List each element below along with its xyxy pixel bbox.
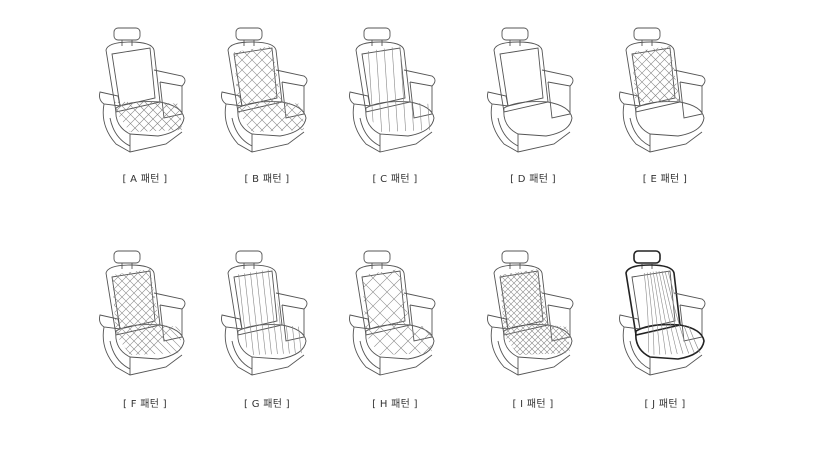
seat-illustration [487, 250, 574, 376]
pattern-caption: [ A 패턴 ] [122, 174, 168, 185]
seat-pattern-cell: [ B 패턴 ] [192, 22, 342, 202]
seat-drawing [619, 27, 706, 153]
seat-illustration [99, 27, 186, 153]
seat-pattern-cell: [ I 패턴 ] [458, 245, 608, 425]
seat-pattern-cell: [ E 패턴 ] [590, 22, 740, 202]
seat-pattern-cell: [ G 패턴 ] [192, 245, 342, 425]
seat-illustration [349, 250, 436, 376]
pattern-caption: [ E 패턴 ] [642, 174, 688, 185]
seat-illustration [487, 27, 574, 153]
seat-pattern-cell: [ D 패턴 ] [458, 22, 608, 202]
seat-illustration [619, 27, 706, 153]
seat-pattern-cell: [ C 패턴 ] [320, 22, 470, 202]
seat-pattern-cell: [ H 패턴 ] [320, 245, 470, 425]
seat-pattern-cell: [ F 패턴 ] [70, 245, 220, 425]
seat-drawing [349, 27, 436, 153]
seat-illustration [221, 250, 308, 376]
seat-illustration [221, 27, 308, 153]
pattern-caption: [ H 패턴 ] [372, 399, 418, 410]
seat-drawing [619, 250, 706, 376]
pattern-caption: [ C 패턴 ] [372, 174, 418, 185]
pattern-caption: [ G 패턴 ] [244, 399, 290, 410]
seat-illustration [619, 250, 706, 376]
seat-illustration [349, 27, 436, 153]
seat-pattern-cell: [ A 패턴 ] [70, 22, 220, 202]
pattern-caption: [ I 패턴 ] [512, 399, 554, 410]
seat-drawing [487, 27, 574, 153]
pattern-caption: [ F 패턴 ] [123, 399, 167, 410]
pattern-caption: [ B 패턴 ] [244, 174, 290, 185]
seat-pattern-cell: [ J 패턴 ] [590, 245, 740, 425]
seat-illustration [99, 250, 186, 376]
pattern-caption: [ J 패턴 ] [644, 399, 686, 410]
pattern-caption: [ D 패턴 ] [510, 174, 556, 185]
seat-drawing [221, 250, 308, 376]
